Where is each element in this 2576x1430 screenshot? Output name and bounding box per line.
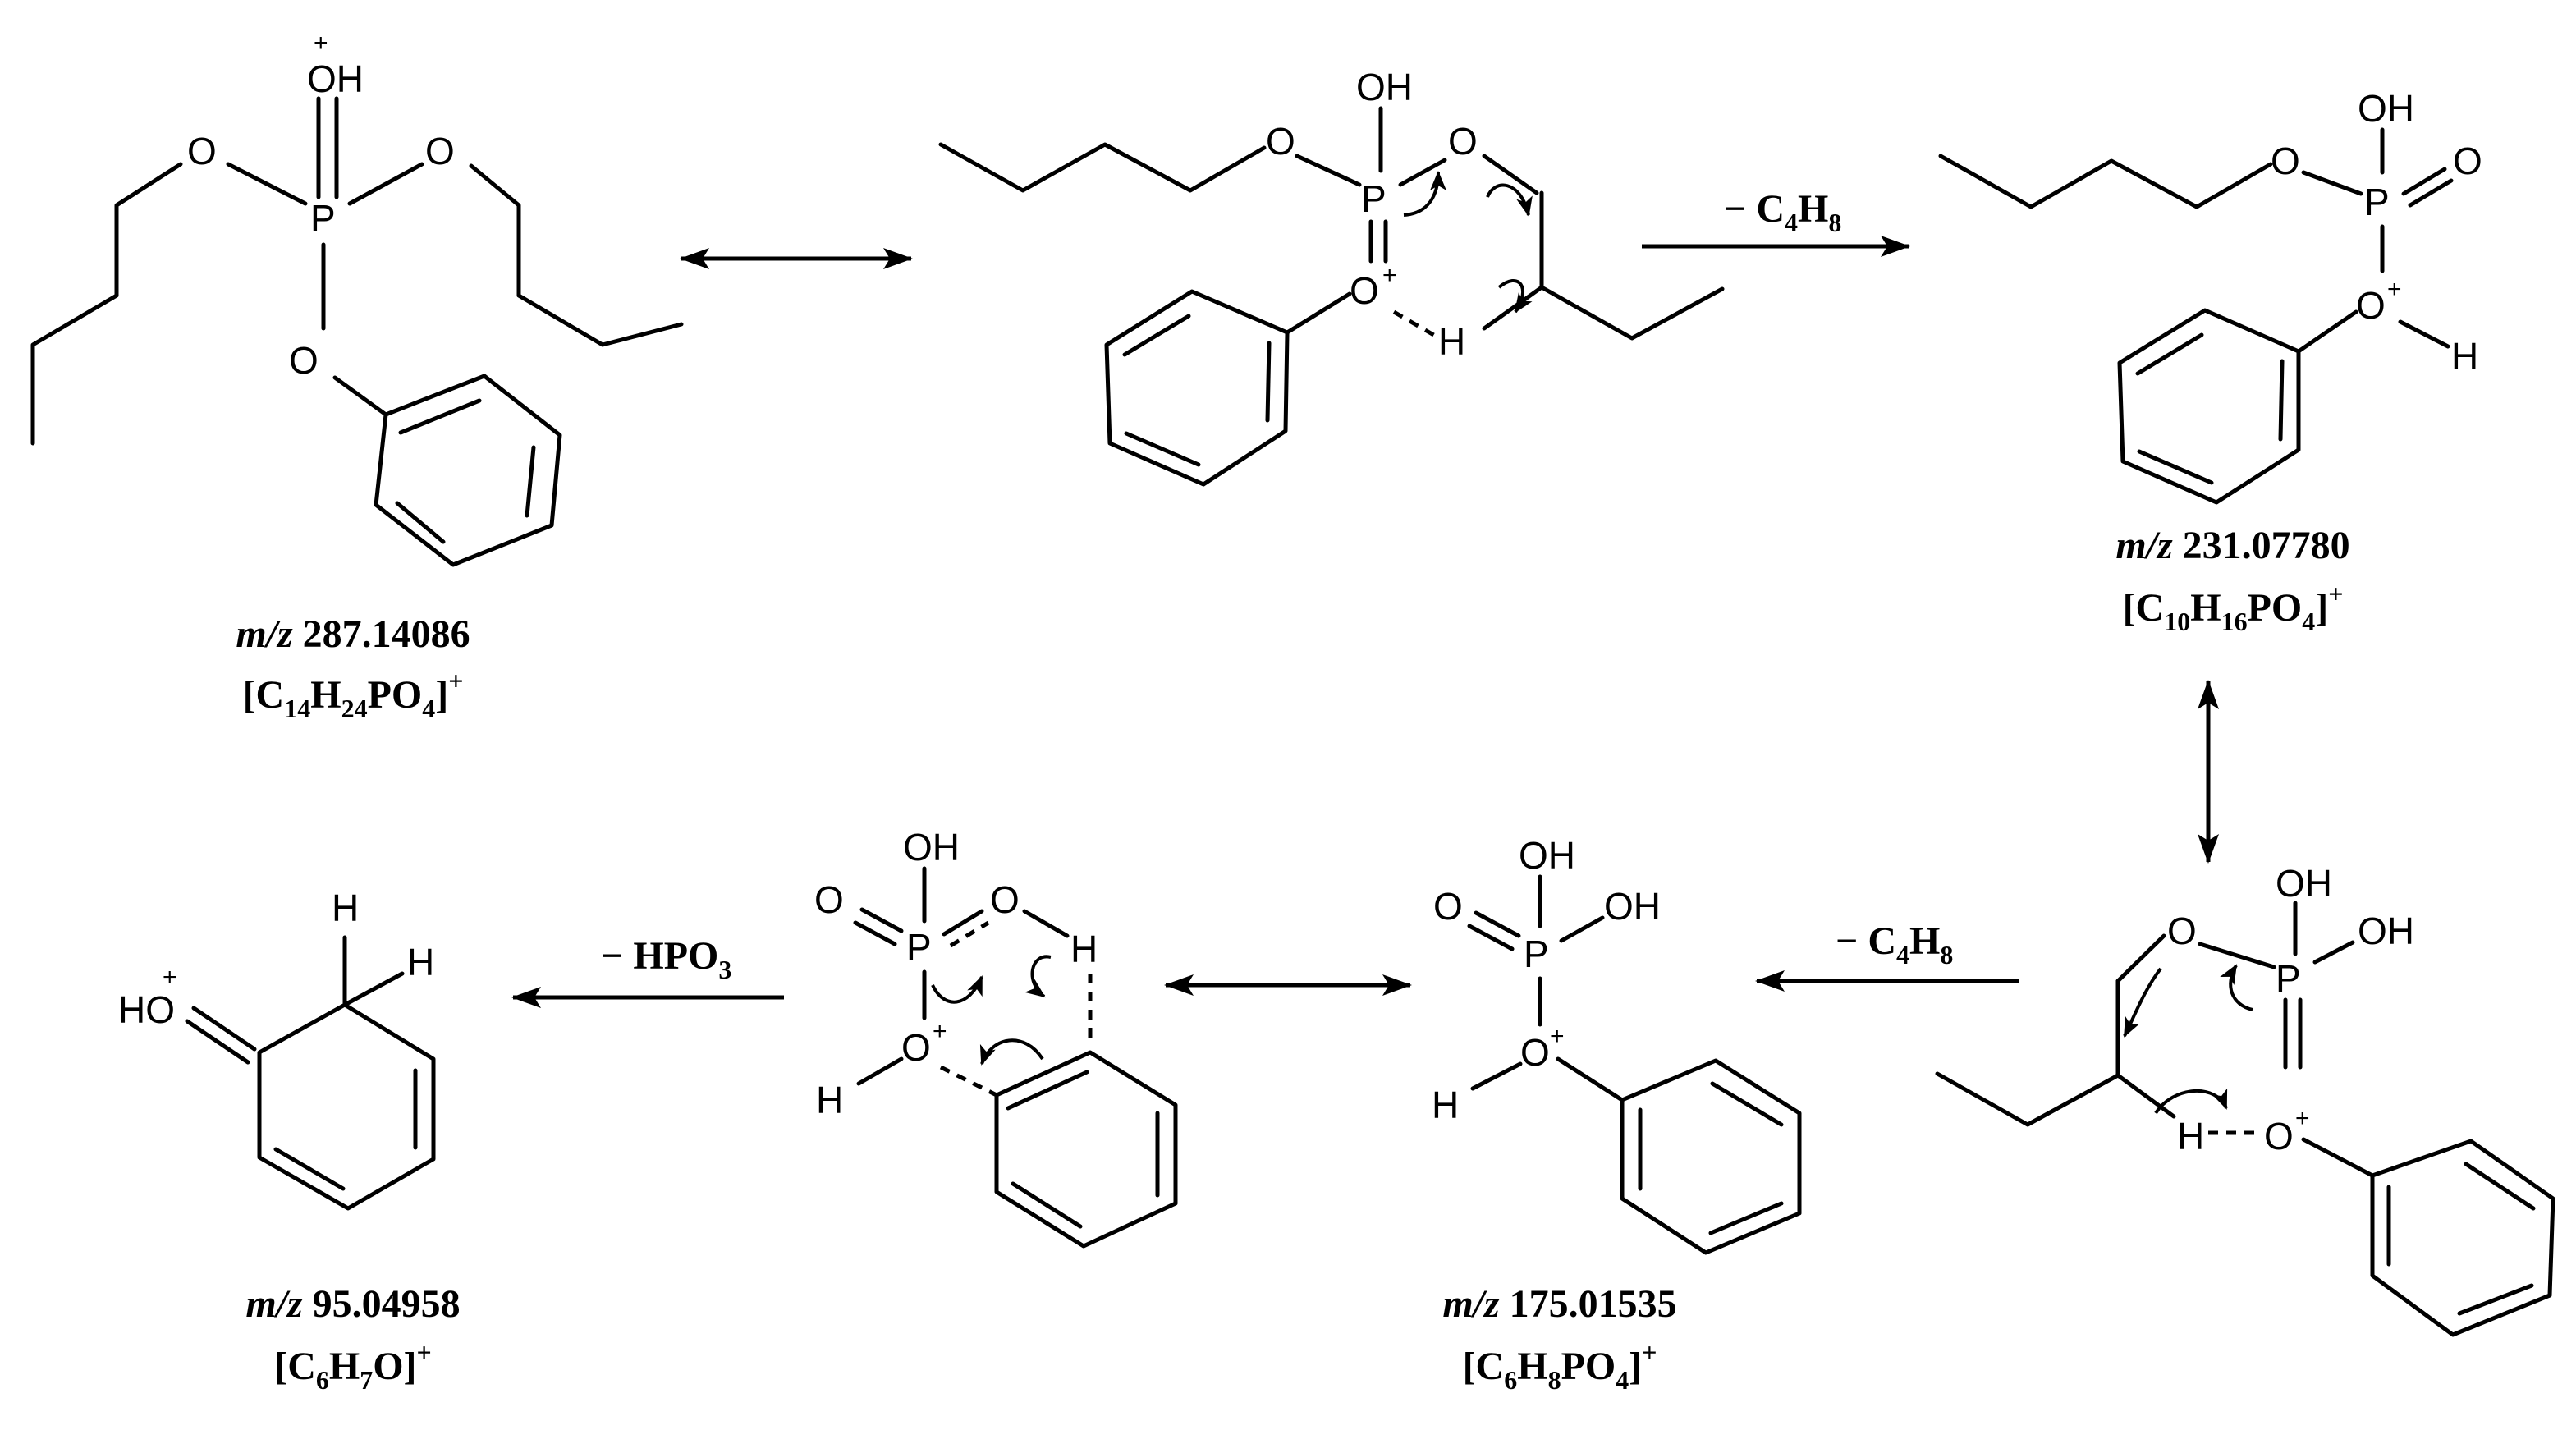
- curved-electron-arrow-icon: [931, 975, 983, 1004]
- loss-label-c4h8: − C4H8: [1724, 187, 1841, 237]
- atom-O: O: [187, 130, 217, 172]
- atom-O: O: [1433, 885, 1463, 928]
- atom-P: P: [310, 197, 336, 240]
- atom-OH: OH: [1356, 66, 1413, 108]
- atom-O: O: [1350, 269, 1379, 312]
- mz-label-95: m/z 95.04958: [245, 1282, 460, 1326]
- curved-electron-arrow-icon: [2220, 964, 2253, 1011]
- compound-175: OH P OH O O + H m/z 175.01535 [C6H8PO4]+: [1432, 834, 1802, 1395]
- atom-O: O: [2264, 1115, 2294, 1157]
- curved-electron-arrow-icon: [979, 1038, 1044, 1066]
- intermediate-ts-1: OH P O O H O +: [938, 66, 1725, 487]
- atom-O: O: [1266, 120, 1295, 163]
- atom-O: O: [2356, 284, 2386, 327]
- atom-O: O: [2453, 140, 2482, 182]
- loss-label-hpo3: − HPO3: [601, 934, 731, 984]
- formula-175: [C6H8PO4]+: [1463, 1337, 1657, 1395]
- atom-OH: OH: [2358, 910, 2414, 952]
- curved-electron-arrow-icon: [1403, 171, 1446, 217]
- atom-H: H: [816, 1079, 843, 1121]
- mz-label-231: m/z 231.07780: [2115, 524, 2349, 567]
- curved-electron-arrow-icon: [1497, 279, 1533, 314]
- atom-H: H: [2177, 1115, 2204, 1157]
- charge-plus: +: [2387, 276, 2402, 303]
- atom-O: O: [425, 130, 455, 172]
- charge-plus: +: [163, 964, 177, 991]
- charge-plus: +: [1550, 1023, 1565, 1050]
- atom-O: O: [901, 1026, 931, 1069]
- atom-OH: OH: [307, 57, 364, 100]
- atom-O: O: [1520, 1031, 1550, 1074]
- atom-P: P: [1524, 933, 1549, 975]
- loss-label-c4h8: − C4H8: [1836, 919, 1953, 969]
- atom-OH: OH: [1519, 834, 1575, 877]
- atom-P: P: [1361, 177, 1387, 220]
- charge-plus: +: [2295, 1105, 2310, 1132]
- atom-P: P: [906, 926, 932, 969]
- mz-label-175: m/z 175.01535: [1442, 1282, 1676, 1326]
- formula-95: [C6H7O]+: [274, 1337, 432, 1395]
- atom-P: P: [2364, 181, 2390, 223]
- compound-287: OH + P O O O m/z 287.14086 [C14H24PO4]+: [30, 30, 684, 723]
- curved-electron-arrow-icon: [2154, 1088, 2228, 1115]
- mz-label-287: m/z 287.14086: [236, 612, 470, 656]
- atom-H: H: [1432, 1084, 1459, 1126]
- charge-plus: +: [933, 1018, 947, 1045]
- formula-287: [C14H24PO4]+: [243, 666, 464, 723]
- atom-P: P: [2276, 957, 2301, 1000]
- curved-electron-arrow-icon: [2123, 967, 2162, 1038]
- atom-OH: OH: [2358, 87, 2414, 130]
- intermediate-ts-2: OH P OH O H O +: [1935, 862, 2555, 1337]
- atom-O: O: [2271, 140, 2300, 182]
- atom-OH: OH: [1604, 885, 1661, 928]
- formula-231: [C10H16PO4]+: [2123, 579, 2344, 636]
- atom-HO: HO: [118, 988, 175, 1031]
- atom-H: H: [332, 887, 359, 929]
- intermediate-ts-3: OH P O O H O + H: [814, 826, 1178, 1249]
- atom-OH: OH: [2276, 862, 2332, 905]
- compound-231: OH P O O O + H m/z 231.07780 [C10H16PO4]…: [1938, 87, 2482, 636]
- charge-plus: +: [314, 30, 328, 57]
- atom-H: H: [2451, 335, 2478, 378]
- curved-electron-arrow-icon: [1024, 955, 1052, 998]
- charge-plus: +: [1382, 262, 1397, 289]
- atom-H: H: [1070, 928, 1098, 970]
- compound-95: HO + H H m/z 95.04958 [C6H7O]+: [118, 887, 461, 1395]
- atom-H: H: [1438, 320, 1465, 363]
- atom-O: O: [1448, 120, 1478, 163]
- atom-H: H: [407, 941, 434, 983]
- atom-OH: OH: [903, 826, 960, 869]
- atom-O: O: [814, 878, 844, 921]
- curved-electron-arrow-icon: [1486, 183, 1533, 217]
- atom-O: O: [990, 878, 1020, 921]
- atom-O: O: [2167, 910, 2197, 952]
- atom-O: O: [289, 339, 319, 382]
